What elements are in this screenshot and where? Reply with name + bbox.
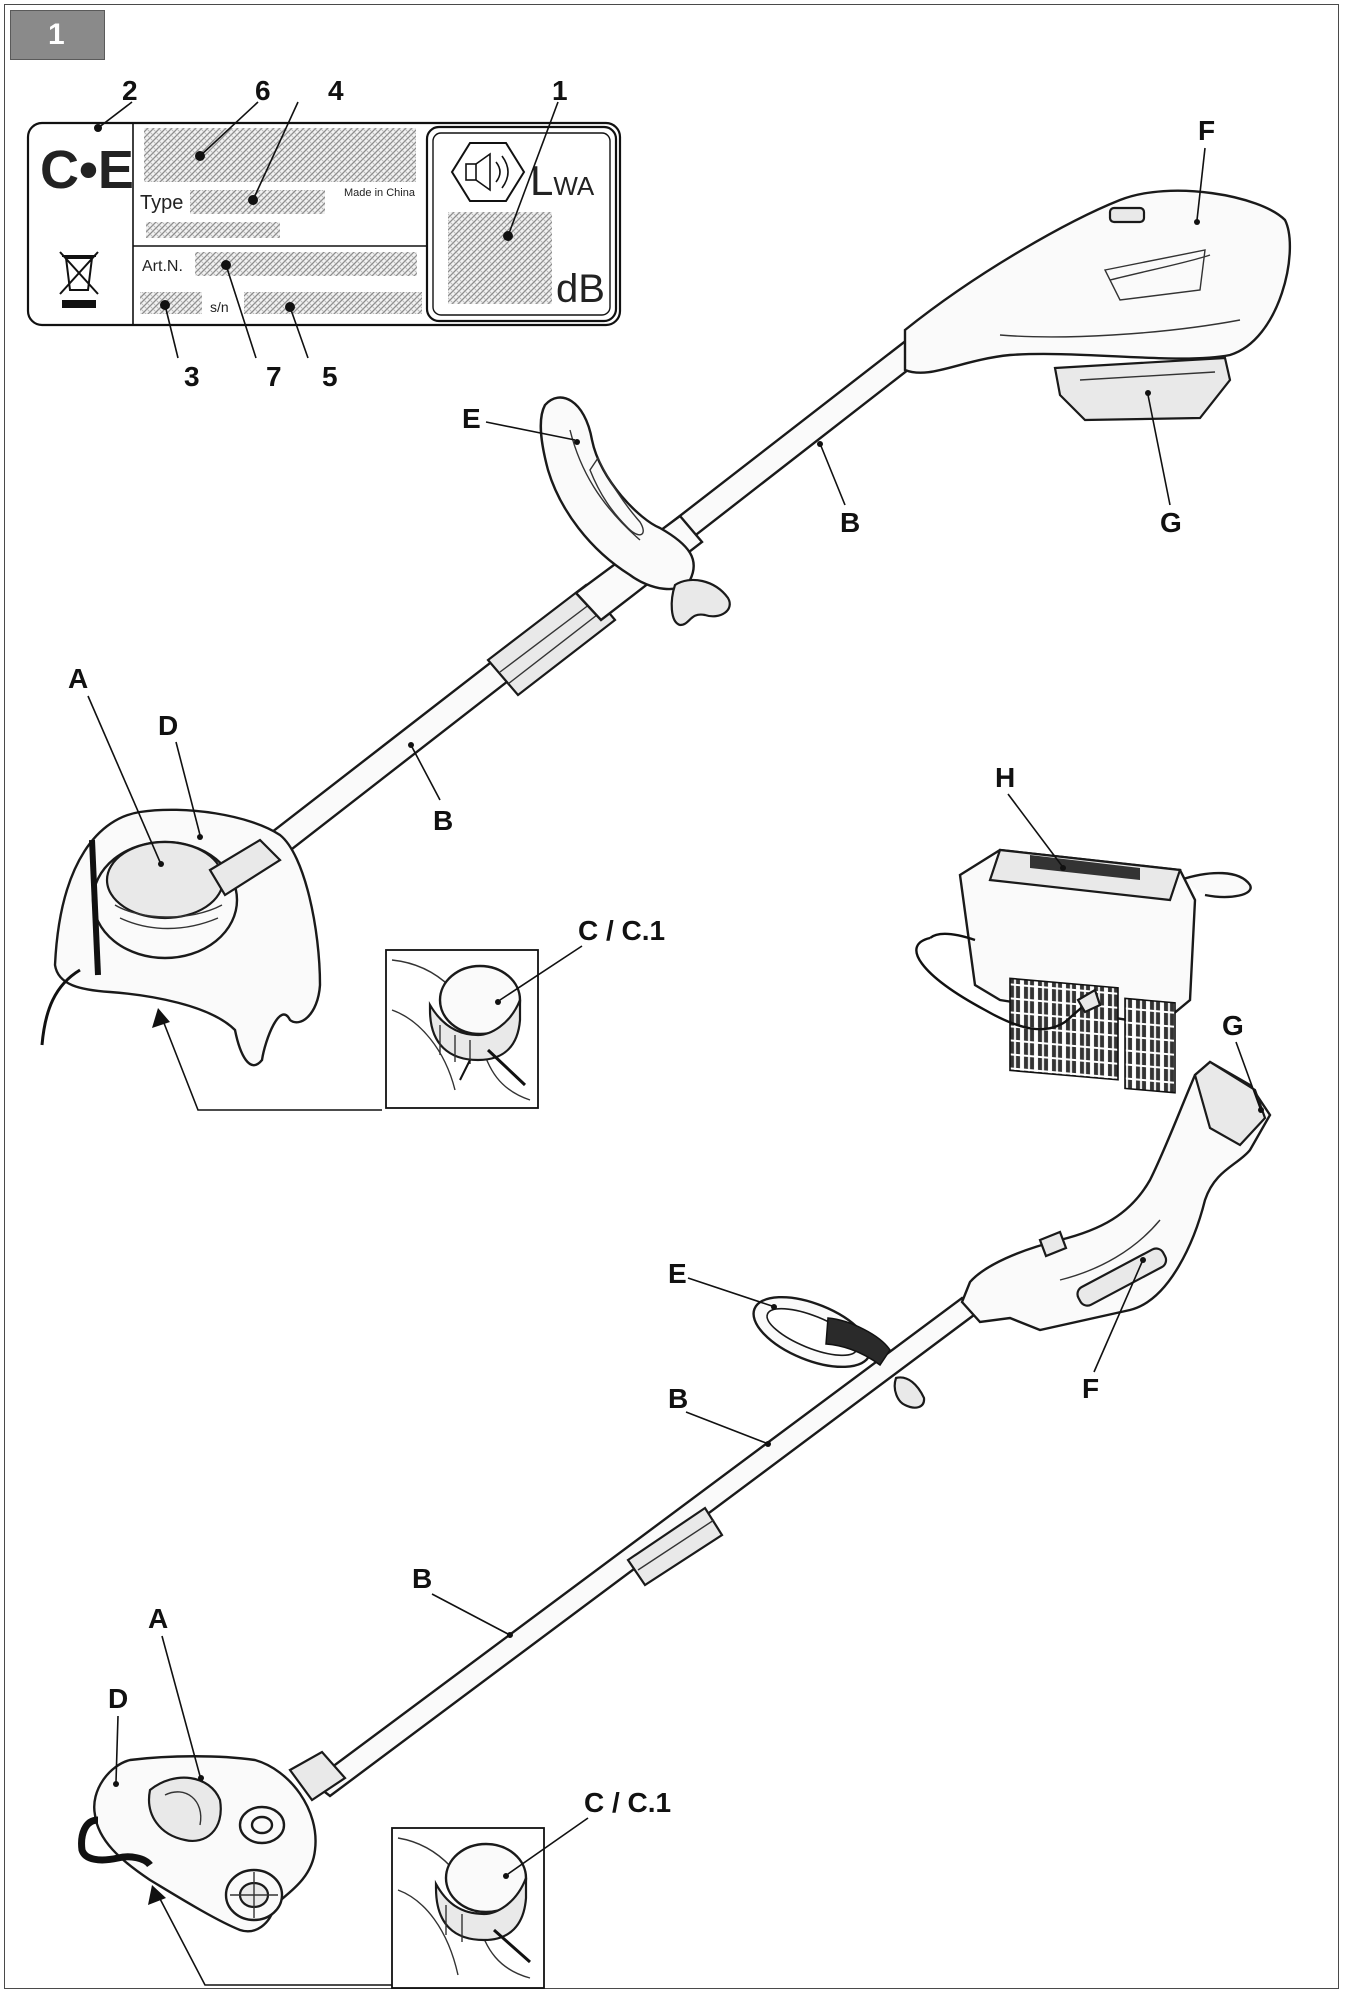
bottom-callout-B1: B [668,1383,688,1414]
bottom-callout-F: F [1082,1373,1099,1404]
plate-callout-3: 3 [184,361,200,392]
top-callout-F: F [1198,115,1215,146]
db-unit: dB [556,267,605,311]
noise-icon [450,142,526,202]
trimmer-bottom [78,1060,1272,1986]
plate-callout-7: 7 [266,361,282,392]
plate-callout-5: 5 [322,361,338,392]
top-callout-G: G [1160,507,1182,538]
top-callout-A: A [68,663,88,694]
plate-art-label: Art.N. [142,258,183,275]
figure-frame [4,4,1339,1989]
bottom-callout-E: E [668,1258,687,1289]
ce-mark: C•E [40,140,134,200]
bottom-callout-D: D [108,1683,128,1714]
plate-sn-label: s/n [210,299,229,315]
bottom-callout-C: C / C.1 [584,1787,671,1818]
plate-field-6 [144,128,416,182]
plate-field-7 [195,252,417,276]
plate-type-label: Type [140,192,183,214]
spool-inset-bottom [391,1827,545,1989]
plate-field-5 [244,292,422,314]
top-callout-C: C / C.1 [578,915,665,946]
plate-callout-2: 2 [122,75,138,106]
charger-callout-H: H [995,762,1015,793]
weee-bin-icon [59,251,99,308]
bottom-callout-G: G [1222,1010,1244,1041]
bottom-callout-A: A [148,1603,168,1634]
trimmer-top [40,189,1292,1111]
plate-field-voltage [146,222,280,238]
plate-made-in: Made in China [344,187,416,199]
bottom-callout-B2: B [412,1563,432,1594]
spool-inset-top [385,949,539,1109]
lwa-label: LWA [530,157,595,204]
plate-callout-1: 1 [552,75,568,106]
top-callouts: F E B G A D B C / C.1 [68,115,1215,1005]
top-callout-B2: B [433,805,453,836]
charger: H [915,762,1252,1094]
plate-callout-6: 6 [255,75,271,106]
top-callout-D: D [158,710,178,741]
plate-field-3 [140,292,202,314]
figure-number-badge: 1 [10,10,105,60]
top-callout-B1: B [840,507,860,538]
bottom-callouts: G E F B B A D C / C.1 [108,1010,1264,1879]
rating-plate: C•E Type Made in China Art.N. s/n LWA [26,75,622,392]
plate-field-1 [448,212,552,304]
plate-callout-4: 4 [328,75,344,106]
top-callout-E: E [462,403,481,434]
